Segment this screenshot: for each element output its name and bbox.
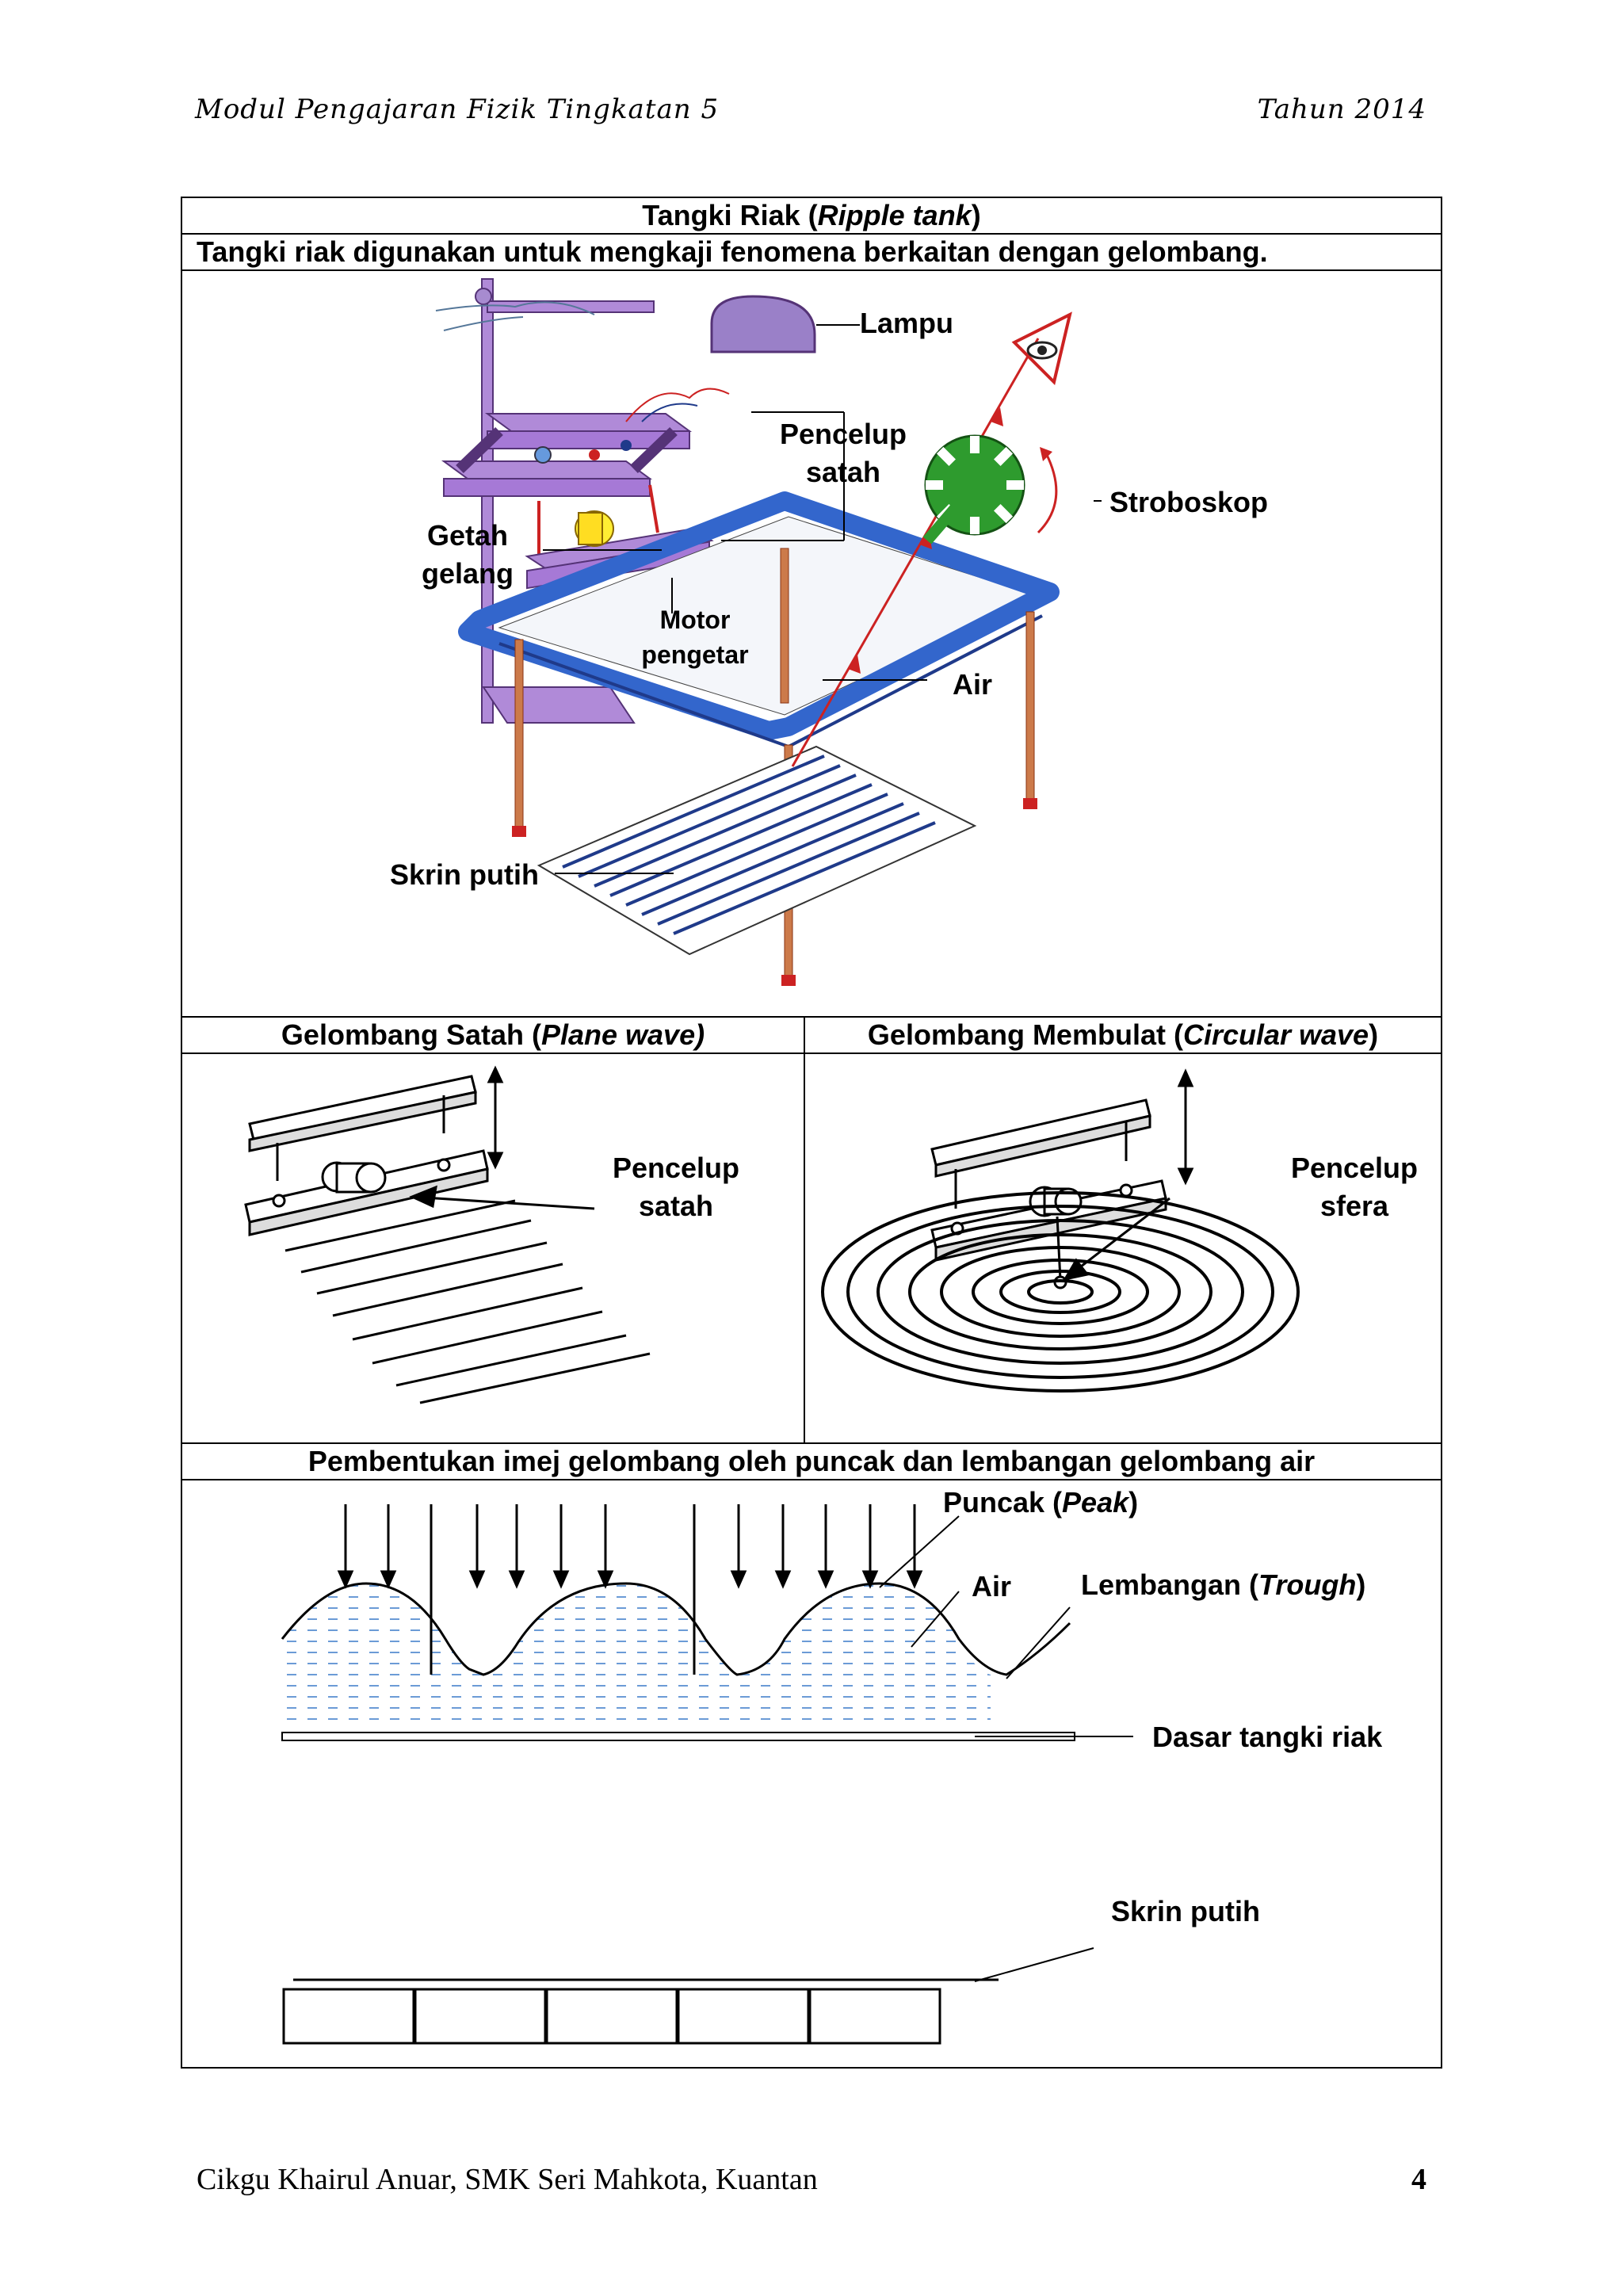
circular-wave-title-end: ): [1369, 1018, 1379, 1051]
label-dasar-tangki: Dasar tangki riak: [1152, 1721, 1383, 1753]
ripple-tank-title: Tangki Riak (Ripple tank): [182, 198, 1441, 235]
label-pencelup-satah-line2: satah: [805, 456, 881, 488]
ripple-tank-description: Tangki riak digunakan untuk mengkaji fen…: [182, 235, 1441, 271]
label-lembangan: Lembangan (Trough): [1081, 1566, 1365, 1604]
label-motor-line2: pengetar: [641, 640, 749, 669]
label-stroboskop: Stroboskop: [1109, 486, 1269, 518]
label-plane-dipper-line2: satah: [638, 1190, 714, 1222]
plane-and-circular-wave-illustration: [244, 1065, 1300, 1404]
ripple-tank-diagram: Lampu Pencelup satah Stroboskop Getah ge…: [182, 271, 1441, 1018]
label-air-3: Air: [972, 1570, 1012, 1603]
label-pencelup-satah: Pencelup satah: [772, 415, 915, 491]
wave-image-diagram: Puncak (Peak) Air Lembangan (Trough) Das…: [182, 1480, 1441, 2067]
label-lembangan-italic: Trough: [1258, 1568, 1357, 1601]
label-puncak-text: Puncak (: [943, 1486, 1063, 1519]
page-footer-author: Cikgu Khairul Anuar, SMK Seri Mahkota, K…: [197, 2163, 818, 2196]
title-italic: Ripple tank: [817, 199, 972, 231]
label-lembangan-end: ): [1356, 1568, 1366, 1601]
plane-wave-title: Gelombang Satah (Plane wave): [182, 1018, 804, 1054]
label-skrin-putih: Skrin putih: [390, 858, 539, 891]
label-puncak-end: ): [1128, 1486, 1139, 1519]
label-lembangan-text: Lembangan (: [1081, 1568, 1259, 1601]
plane-wave-title-italic: Plane wave): [540, 1018, 705, 1051]
label-puncak: Puncak (Peak): [943, 1484, 1138, 1522]
page-header-year: Tahun 2014: [1257, 94, 1426, 125]
label-sphere-dipper-line1: Pencelup: [1290, 1152, 1419, 1184]
label-pencelup-satah-2: Pencelup satah: [609, 1149, 743, 1225]
label-pencelup-sfera: Pencelup sfera: [1287, 1149, 1422, 1225]
label-skrin-putih-3: Skrin putih: [1111, 1895, 1260, 1927]
ripple-tank-illustration: [435, 278, 1102, 986]
label-lampu: Lampu: [860, 307, 954, 339]
page-number: 4: [1411, 2163, 1426, 2196]
label-sphere-dipper-line2: sfera: [1319, 1190, 1389, 1222]
plane-wave-title-text: Gelombang Satah (: [281, 1018, 541, 1051]
label-getah-gelang: Getah gelang: [404, 517, 531, 593]
wave-image-title: Pembentukan imej gelombang oleh puncak d…: [182, 1444, 1441, 1480]
circular-wave-title: Gelombang Membulat (Circular wave): [805, 1018, 1441, 1054]
label-air: Air: [953, 668, 993, 701]
label-motor-pengetar: Motor pengetar: [636, 602, 754, 672]
circular-wave-title-italic: Circular wave: [1182, 1018, 1369, 1051]
label-puncak-italic: Peak: [1062, 1486, 1129, 1519]
peak-trough-illustration: [281, 1504, 1133, 2045]
label-motor-line1: Motor: [659, 606, 731, 634]
circular-wave-title-text: Gelombang Membulat (: [867, 1018, 1183, 1051]
label-getah-line2: gelang: [421, 557, 514, 590]
page-header-title: Modul Pengajaran Fizik Tingkatan 5: [195, 94, 720, 125]
title-text: Tangki Riak (: [642, 199, 818, 231]
wave-diagrams-row: Pencelup satah Pencelup sfera: [182, 1054, 1441, 1444]
label-plane-dipper-line1: Pencelup: [612, 1152, 740, 1184]
label-getah-line1: Getah: [426, 519, 509, 552]
section2-divider: [804, 1018, 805, 1444]
content-table: Tangki Riak (Ripple tank) Tangki riak di…: [181, 197, 1442, 2069]
title-end: ): [971, 199, 981, 231]
label-pencelup-satah-line1: Pencelup: [779, 418, 907, 450]
